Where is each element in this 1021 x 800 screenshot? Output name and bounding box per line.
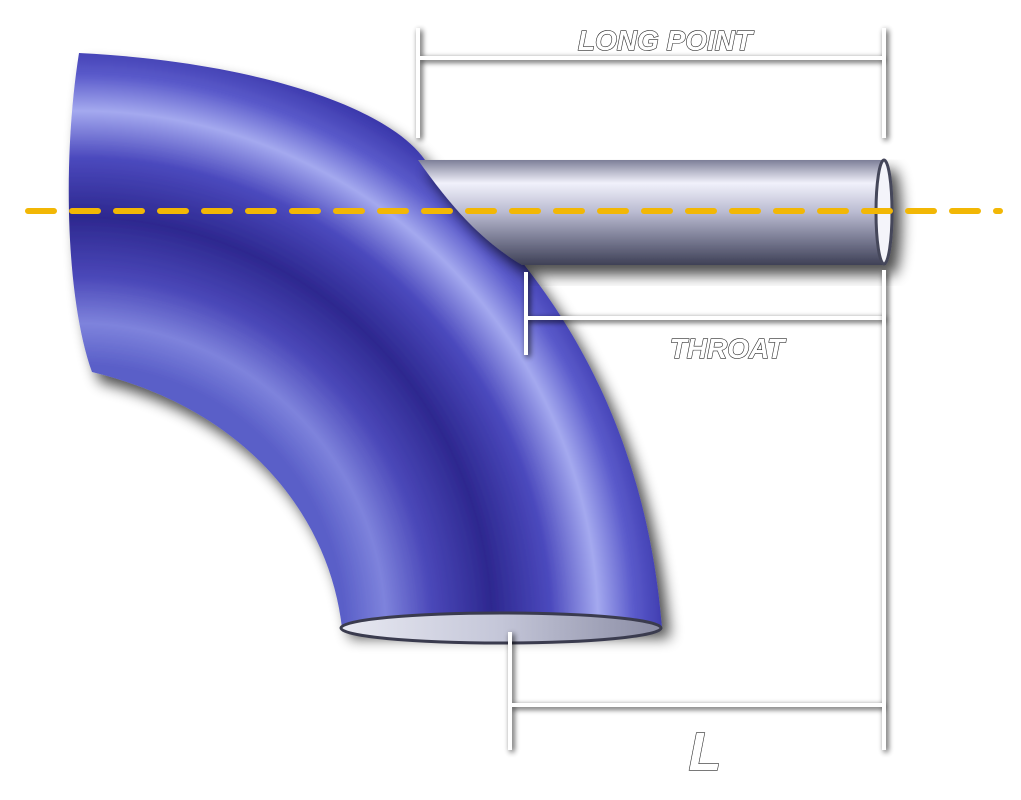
length-label: L [689,722,722,782]
elbow-body [68,53,662,628]
elbow-fitting [68,53,662,628]
throat-label: THROAT [670,333,787,364]
long-point-label: LONG POINT [578,25,755,56]
throat-dimension [524,272,884,355]
length-dimension [508,270,886,750]
long-point-dimension [416,28,886,138]
elbow-outlet-opening [339,611,663,645]
